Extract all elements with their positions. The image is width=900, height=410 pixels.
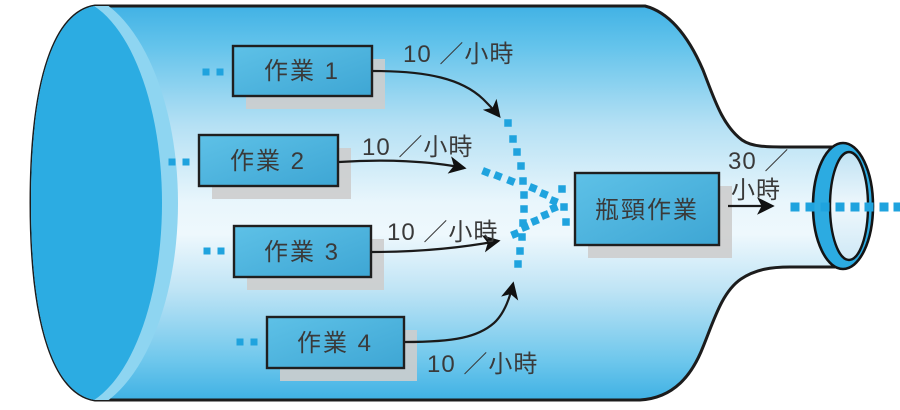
flow-dot [493,171,503,181]
flow-dot [558,185,566,193]
flow-dot [805,202,815,212]
bottle-base [31,6,178,400]
bottleneck-box: 瓶頸作業 [573,171,732,258]
flow-arrow-task4 [404,281,519,344]
flow-dot [520,222,530,232]
flow-arrow-task2 [338,156,467,174]
flow-dot [519,177,527,185]
flow-dot [790,202,800,212]
flow-dot [560,203,568,211]
rate-label-task1: 10 ／小時 [403,41,514,68]
task-2-rect [197,133,340,188]
flow-dot [504,119,512,127]
flow-dot [528,183,538,193]
flow-dot [168,158,176,166]
flow-dot [835,202,845,212]
flow-dots [168,68,900,346]
flow-dot [864,202,874,212]
task-1-rect [231,44,374,98]
task-2-label: 作業 2 [230,148,306,175]
flow-dot [850,202,860,212]
task-4-label: 作業 4 [297,330,373,357]
flow-dot [203,247,211,255]
task-3-label: 作業 3 [264,239,340,266]
bottleneck-rect [573,171,721,247]
task-2-box: 作業 2 [197,133,351,199]
flow-dot [520,191,528,199]
flow-arrow-task1 [372,69,501,119]
rate-label-output-line2: 小時 [731,177,781,204]
flow-dot [518,233,526,241]
flow-dot [506,176,516,186]
flow-dot [879,202,889,212]
flow-dot [539,189,549,199]
task-1-box: 作業 1 [231,44,385,109]
flow-dot [893,202,900,212]
flow-dot [513,148,521,156]
task-4-box: 作業 4 [265,315,417,381]
flow-dot [530,216,540,226]
rate-label-task4: 10 ／小時 [427,351,538,378]
flow-dot [250,338,258,346]
bottleneck-label: 瓶頸作業 [595,197,699,224]
flow-dot [510,229,520,239]
flow-dot [481,167,491,177]
flow-dot [516,247,524,255]
flow-dot [509,135,517,143]
flow-dot [540,210,550,220]
flow-dot [217,247,225,255]
flow-dot [820,202,830,212]
flow-dot [236,338,244,346]
flow-dot [520,205,528,213]
flow-dot [549,196,559,206]
flow-dot [514,260,522,268]
task-4-rect [265,315,406,370]
flow-dot [517,162,525,170]
flow-dot [182,158,190,166]
flow-dot [202,68,210,76]
flow-dot [549,203,559,213]
flow-dot [519,219,527,227]
rate-label-task2: 10 ／小時 [362,134,473,161]
task-1-label: 作業 1 [264,58,340,85]
task-3-box: 作業 3 [232,224,384,290]
flow-arrow-task3 [371,235,501,254]
flow-dot [216,68,224,76]
task-3-rect [232,224,373,279]
rate-label-task3: 10 ／小時 [387,219,498,246]
rate-label-output-line1: 30 ／ [728,148,789,175]
flow-dot [562,218,570,226]
